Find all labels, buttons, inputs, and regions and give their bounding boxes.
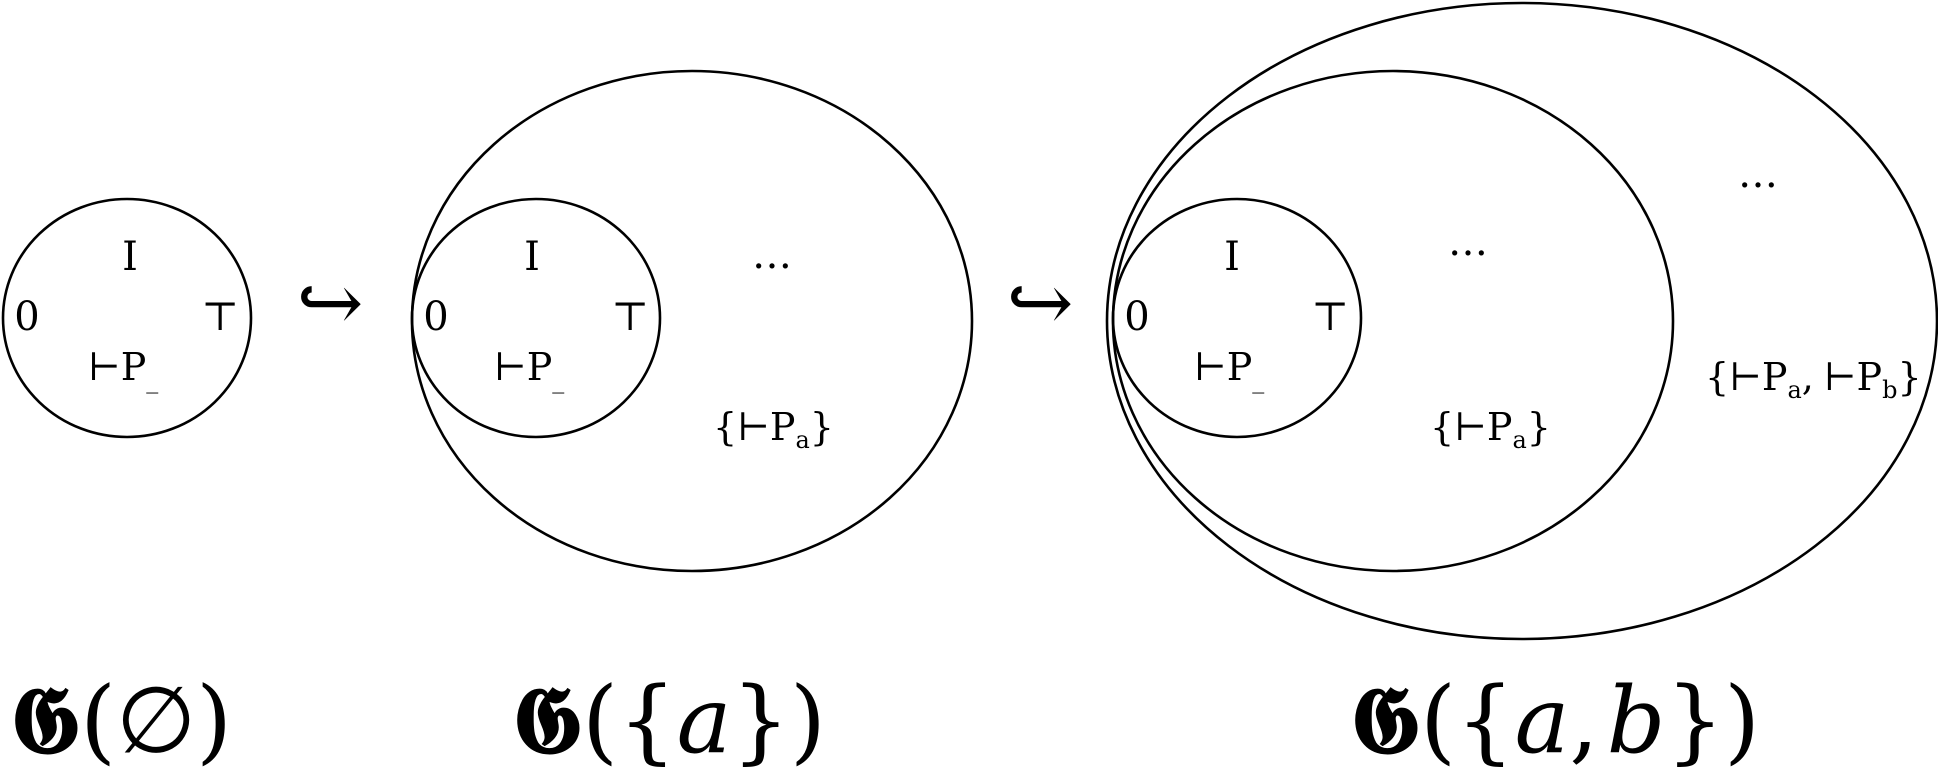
elem-p-a: {⊢Pa} [1430,405,1551,454]
turnstile-symbol: ⊢ [737,405,770,449]
comma: , [1802,355,1814,399]
ellipse-outer [1111,69,1675,573]
brace-close: } [1898,355,1922,399]
elem-ellipsis: … [752,232,792,278]
ellipse-base [1,197,253,439]
elem-p-blank: ⊢P_ [494,345,564,394]
caption-g-ab: 𝕲({a,b}) [1350,666,1760,774]
turnstile-symbol: ⊢ [1454,405,1487,449]
elem-p-a-b: {⊢Pa,⊢Pb} [1705,355,1922,404]
set-g-a: I 0 ⊤ ⊢P_ … {⊢Pa} [410,69,974,573]
set-g-ab: I 0 ⊤ ⊢P_ … {⊢Pa} … {⊢Pa,⊢Pb} [1105,1,1938,641]
elem-top: ⊤ [201,294,239,340]
var-a: a [1515,667,1570,774]
elem-p-blank: ⊢P_ [88,345,158,394]
inclusion-arrow-1: ↪ [296,256,363,349]
paren-close: ) [790,667,826,774]
pred-subscript-a: a [1512,426,1526,454]
ellipse-base [1111,197,1363,439]
comma: , [1569,667,1598,774]
elem-one: I [1224,234,1240,280]
brace-open: { [1705,355,1729,399]
turnstile-symbol: ⊢ [494,345,527,389]
pred-subscript: _ [1252,366,1264,394]
pred-subscript-b: b [1882,376,1897,404]
elem-top: ⊤ [1311,294,1349,340]
pred-subscript-a: a [1787,376,1801,404]
paren-close: ) [196,667,232,774]
turnstile-symbol: ⊢ [1729,355,1762,399]
pred-symbol: P [527,345,553,389]
brace-open: { [713,405,737,449]
pred-symbol: P [1227,345,1253,389]
paren-open: ( [1420,667,1456,774]
pred-symbol: P [121,345,147,389]
elem-zero: 0 [423,294,448,340]
empty-set-symbol: ∅ [116,667,196,774]
elem-zero: 0 [14,294,39,340]
pred-symbol: P [1487,405,1513,449]
brace-close: } [810,405,834,449]
var-a: a [677,667,732,774]
turnstile-symbol: ⊢ [88,345,121,389]
brace-open: { [618,667,677,774]
fraktur-g-symbol: 𝕲 [512,666,582,774]
pred-subscript: _ [552,366,564,394]
pred-symbol: P [1857,355,1883,399]
pred-symbol: P [1762,355,1788,399]
paren-open: ( [80,667,116,774]
ellipse-base [410,197,662,439]
turnstile-symbol: ⊢ [1824,355,1857,399]
elem-ellipsis-inner: … [1448,219,1488,265]
elem-one: I [122,234,138,280]
elem-p-blank: ⊢P_ [1194,345,1264,394]
brace-open: { [1430,405,1454,449]
brace-close: } [731,667,790,774]
pred-subscript-a: a [795,426,809,454]
pred-symbol: P [770,405,796,449]
caption-g-a: 𝕲({a}) [512,666,826,774]
elem-zero: 0 [1124,294,1149,340]
elem-one: I [524,234,540,280]
elem-ellipsis-outer: … [1738,151,1778,197]
brace-open: { [1456,667,1515,774]
ellipse-outermost [1105,1,1938,641]
elem-p-a: {⊢Pa} [713,405,834,454]
brace-close: } [1666,667,1725,774]
pred-subscript: _ [146,366,158,394]
ellipse-outer [410,69,974,573]
paren-open: ( [582,667,618,774]
set-g-empty: I 0 ⊤ ⊢P_ [1,197,253,439]
caption-g-empty: 𝕲(∅) [10,666,232,774]
fraktur-g-symbol: 𝕲 [10,666,80,774]
var-b: b [1607,667,1666,774]
turnstile-symbol: ⊢ [1194,345,1227,389]
inclusion-arrow-2: ↪ [1006,256,1073,349]
elem-top: ⊤ [611,294,649,340]
fraktur-g-symbol: 𝕲 [1350,666,1420,774]
brace-close: } [1527,405,1551,449]
paren-close: ) [1724,667,1760,774]
